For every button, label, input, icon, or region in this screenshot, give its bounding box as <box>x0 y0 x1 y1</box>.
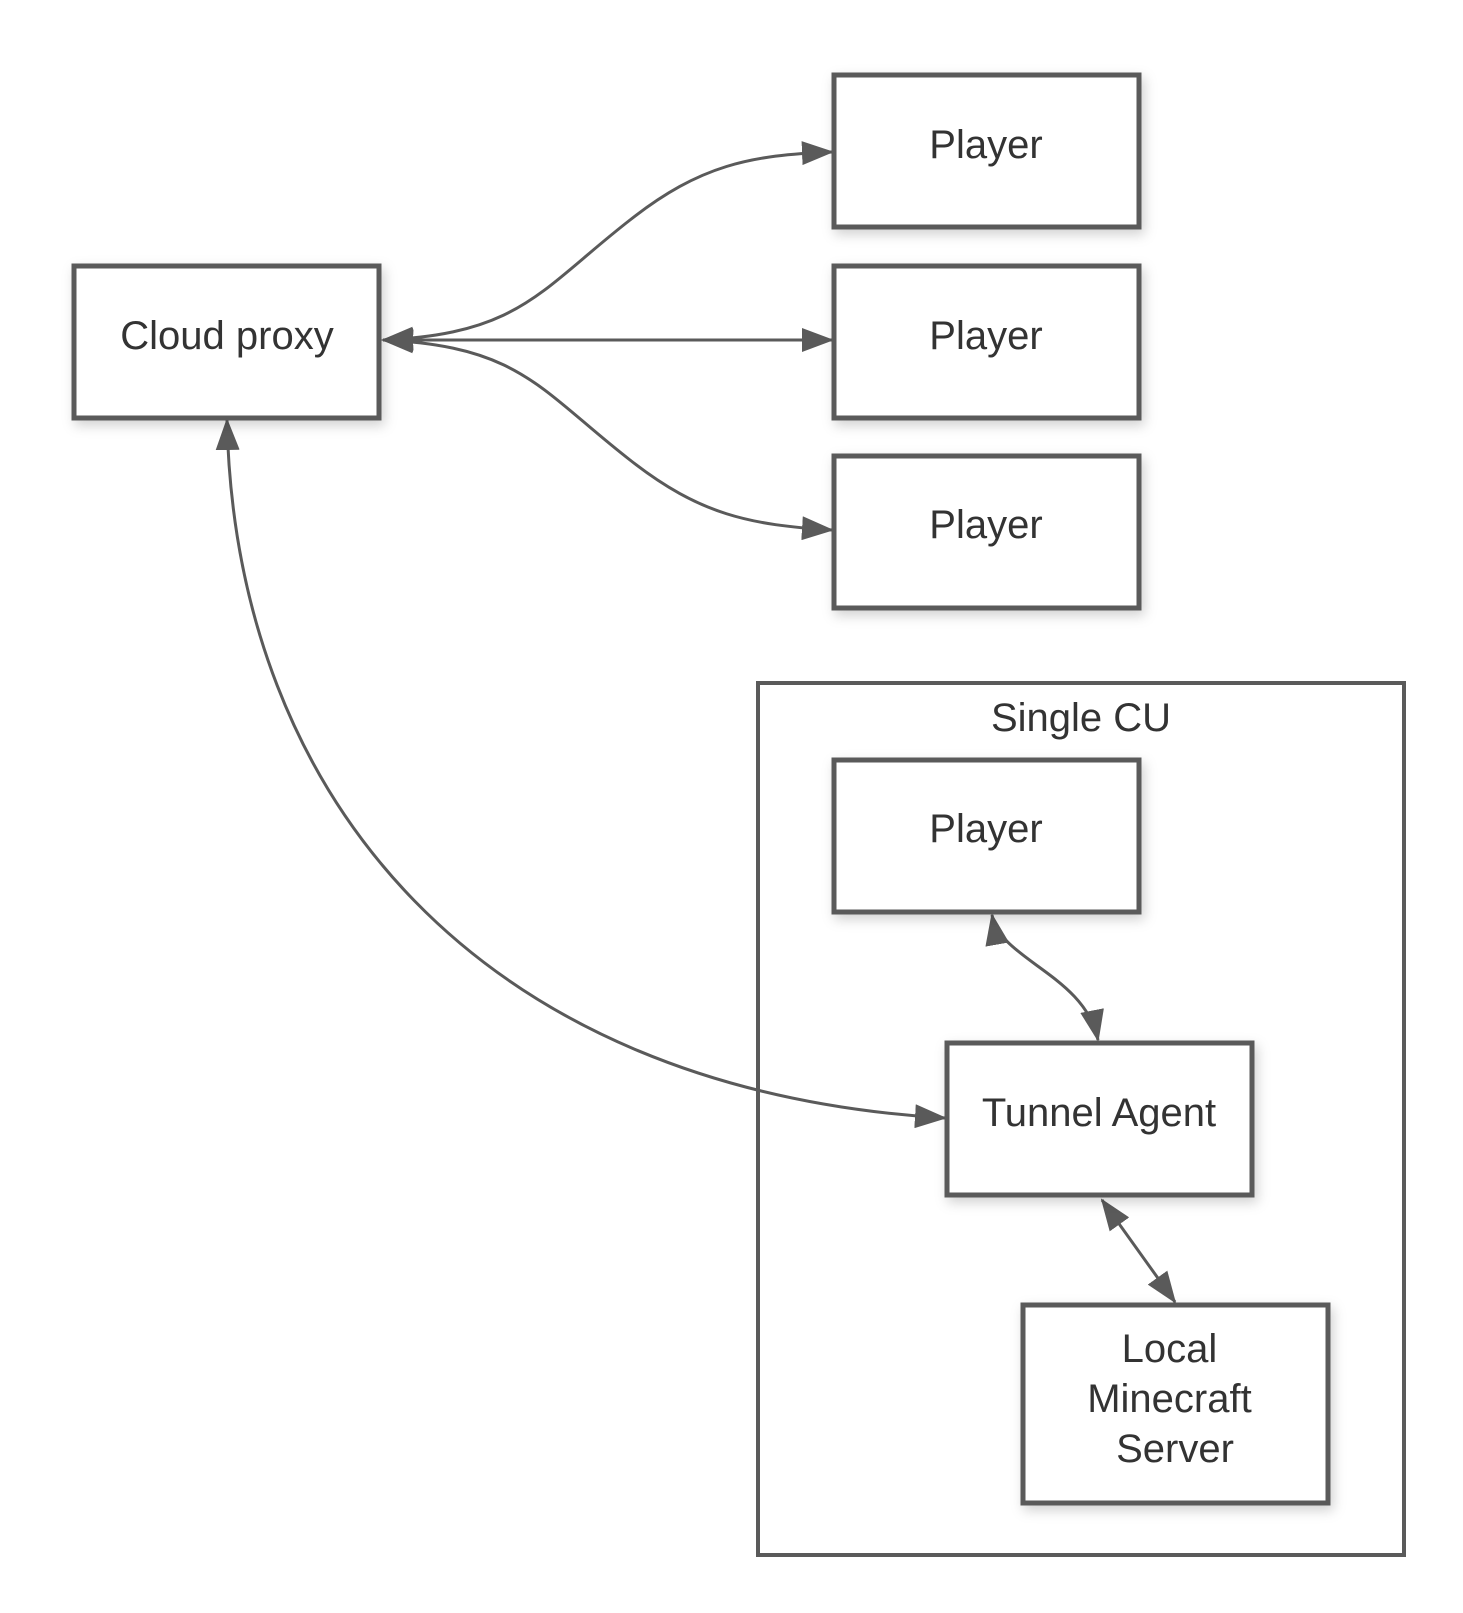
node-player-1: Player <box>831 72 1142 230</box>
local-server-line-3: Server <box>1116 1427 1234 1471</box>
local-server-line-2: Minecraft <box>1087 1377 1252 1421</box>
player-1-label: Player <box>929 123 1042 167</box>
player-3-label: Player <box>929 503 1042 547</box>
player-2-label: Player <box>929 314 1042 358</box>
node-tunnel-agent: Tunnel Agent <box>944 1040 1255 1198</box>
node-player-local: Player <box>831 757 1142 915</box>
node-player-3: Player <box>831 453 1142 611</box>
edge-tunnel-agent-cloud-proxy <box>215 418 947 1129</box>
local-server-label: Local Minecraft Server <box>1087 1327 1263 1471</box>
edge-tunnel-agent-local-server <box>1100 1198 1177 1304</box>
node-cloud-proxy: Cloud proxy <box>71 263 382 421</box>
local-server-line-1: Local <box>1122 1327 1218 1371</box>
edge-player-local-tunnel-agent <box>985 913 1104 1042</box>
edge-cloud-proxy-player-3 <box>381 329 834 541</box>
node-player-2: Player <box>831 263 1142 421</box>
tunnel-agent-label: Tunnel Agent <box>982 1091 1216 1135</box>
single-cu-label: Single CU <box>991 696 1171 740</box>
edge-cloud-proxy-player-1 <box>381 141 834 351</box>
edges <box>215 141 1177 1304</box>
cloud-proxy-label: Cloud proxy <box>120 314 333 358</box>
node-local-server: Local Minecraft Server <box>1020 1302 1331 1506</box>
player-local-label: Player <box>929 807 1042 851</box>
